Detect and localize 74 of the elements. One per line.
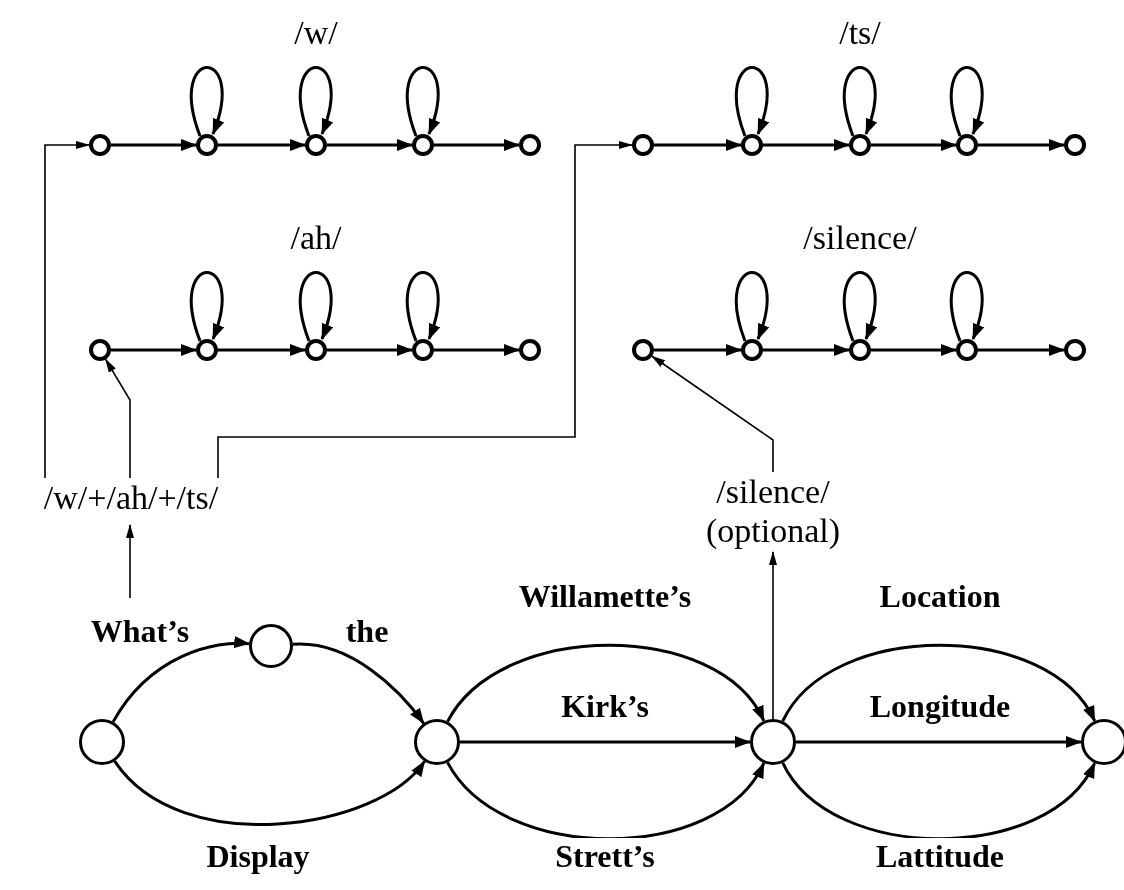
state-circle [89, 339, 111, 361]
self-loop-arrow [298, 271, 333, 342]
transition-arrow [781, 643, 1096, 722]
self-loop-arrow [842, 66, 877, 137]
state-circle [519, 134, 541, 156]
self-loop-arrow [949, 271, 984, 342]
state-circle [412, 339, 434, 361]
transition-arrow [654, 139, 742, 151]
transition-arrow [111, 139, 197, 151]
transition-arrow [781, 762, 1096, 841]
transition-arrow [871, 139, 957, 151]
transition-arrow [327, 344, 413, 356]
state-circle [305, 134, 327, 156]
self-loop-arrow [734, 66, 769, 137]
connector-arrow [44, 141, 90, 479]
state-circle [750, 719, 796, 765]
self-loop-arrow [405, 271, 440, 342]
transition-arrow [434, 344, 520, 356]
self-loop-arrow [298, 66, 333, 137]
connector-arrow [769, 551, 777, 720]
state-circle [741, 134, 763, 156]
state-circle [741, 339, 763, 361]
transition-arrow [796, 736, 1082, 748]
self-loop-arrow [842, 271, 877, 342]
self-loop-arrow [734, 271, 769, 342]
transition-arrow [763, 344, 850, 356]
state-circle [632, 339, 654, 361]
transition-arrow [446, 761, 766, 841]
self-loop-arrow [189, 66, 224, 137]
phone-label: /ah/ [290, 219, 342, 257]
state-circle [956, 134, 978, 156]
transition-arrow [327, 139, 413, 151]
state-circle [632, 134, 654, 156]
connector-arrow [104, 358, 131, 479]
state-circle [305, 339, 327, 361]
transition-arrow [218, 344, 306, 356]
state-circle [956, 339, 978, 361]
state-circle [412, 134, 434, 156]
connector-arrow [217, 141, 633, 479]
optional-silence-text: /silence/ (optional) [704, 472, 842, 550]
phone-label: /ts/ [839, 14, 881, 52]
phone-label: /silence/ [803, 219, 917, 257]
connector-arrow [651, 355, 774, 473]
transition-arrow [460, 736, 751, 748]
transition-arrow [978, 344, 1065, 356]
state-circle [89, 134, 111, 156]
state-circle [79, 719, 125, 765]
state-circle [849, 134, 871, 156]
transition-arrow [654, 344, 742, 356]
transition-arrow [292, 642, 425, 725]
self-loop-arrow [405, 66, 440, 137]
state-circle [196, 339, 218, 361]
transition-arrow [111, 344, 197, 356]
transition-arrow [871, 344, 957, 356]
phone-sequence-text: /w/+/ah/+/ts/ [42, 478, 220, 517]
connector-arrow [126, 524, 134, 599]
state-circle [196, 134, 218, 156]
state-circle [414, 719, 460, 765]
transition-arrow [434, 139, 520, 151]
state-circle [849, 339, 871, 361]
transition-arrow [978, 139, 1065, 151]
state-circle [1081, 719, 1124, 765]
self-loop-arrow [189, 271, 224, 342]
state-circle [519, 339, 541, 361]
self-loop-arrow [949, 66, 984, 137]
state-circle [1064, 134, 1086, 156]
phone-label: /w/ [294, 14, 338, 52]
state-circle [1064, 339, 1086, 361]
transition-arrow [763, 139, 850, 151]
state-circle [249, 624, 293, 668]
transition-arrow [113, 760, 426, 826]
transition-arrow [111, 636, 251, 723]
transition-arrow [218, 139, 306, 151]
transition-arrow [446, 643, 766, 723]
